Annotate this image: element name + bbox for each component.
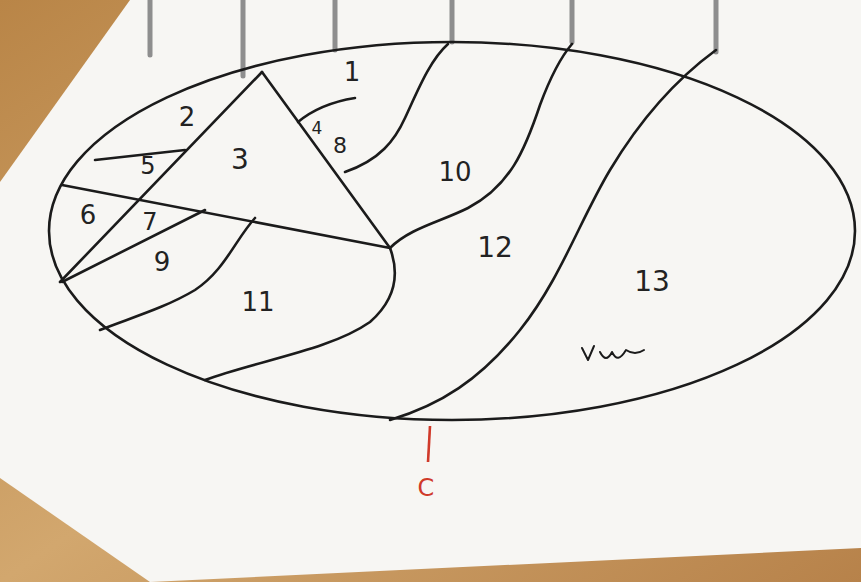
piece-number: 9 <box>154 249 171 275</box>
nails <box>150 0 716 76</box>
red-mark <box>428 426 430 462</box>
piece-number: 7 <box>142 210 157 234</box>
piece-number: 2 <box>179 104 196 130</box>
piece-number: 1 <box>344 59 361 85</box>
piece-number: 8 <box>333 135 347 157</box>
piece-number: 4 <box>312 120 323 137</box>
piece-number: 3 <box>231 146 249 174</box>
piece-number: 10 <box>438 159 471 185</box>
piece-number: 11 <box>241 289 274 315</box>
piece-number: 6 <box>80 202 97 228</box>
edge-marker: C <box>418 476 435 500</box>
pattern-lines <box>49 42 855 420</box>
piece-number: 5 <box>140 154 155 178</box>
piece-number: 13 <box>634 268 670 296</box>
piece-number: 12 <box>477 234 513 262</box>
